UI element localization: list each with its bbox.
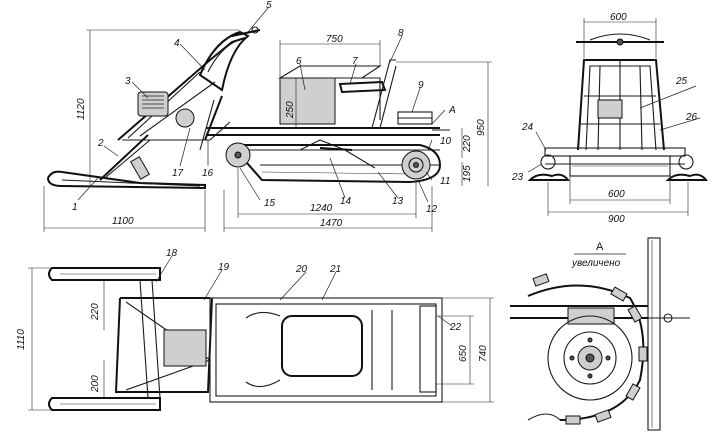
callout-15: 15 xyxy=(264,198,276,209)
dim-1110: 1110 xyxy=(16,329,27,350)
callout-16: 16 xyxy=(202,168,214,179)
dim-950: 950 xyxy=(476,119,487,136)
callout-5: 5 xyxy=(266,0,272,11)
dim-600-top: 600 xyxy=(610,12,627,23)
dim-250: 250 xyxy=(285,101,296,119)
callout-6: 6 xyxy=(296,56,302,67)
detail-a-view: A увеличено xyxy=(510,237,690,431)
dim-200: 200 xyxy=(90,375,101,393)
callout-17: 17 xyxy=(172,168,184,179)
dim-750: 750 xyxy=(326,34,343,45)
dim-1240: 1240 xyxy=(310,203,333,214)
dim-220-top-view: 220 xyxy=(90,303,101,321)
dim-600-bottom: 600 xyxy=(608,189,625,200)
callout-1: 1 xyxy=(72,202,78,213)
callout-19: 19 xyxy=(218,262,230,273)
dim-650: 650 xyxy=(458,345,469,362)
callout-8: 8 xyxy=(398,28,404,39)
detail-caption: увеличено xyxy=(571,258,621,269)
callout-9: 9 xyxy=(418,80,424,91)
callout-2: 2 xyxy=(97,138,104,149)
dim-1100: 1100 xyxy=(112,216,134,227)
top-view: 18 19 20 21 22 1110 220 200 650 740 xyxy=(16,248,494,411)
callout-13: 13 xyxy=(392,196,404,207)
callout-10: 10 xyxy=(440,136,452,147)
callout-23: 23 xyxy=(511,172,524,183)
dim-195: 195 xyxy=(462,165,473,182)
callout-14: 14 xyxy=(340,196,352,207)
callout-4: 4 xyxy=(174,38,180,49)
detail-letter: A xyxy=(596,241,604,253)
side-view: 1 2 3 4 5 6 7 8 9 10 11 12 13 14 15 16 1… xyxy=(43,0,492,232)
dim-740: 740 xyxy=(478,345,489,362)
front-view: 25 26 24 23 600 600 900 xyxy=(511,12,709,225)
callout-18: 18 xyxy=(166,248,178,259)
dim-220: 220 xyxy=(462,135,473,153)
callout-21: 21 xyxy=(329,264,341,275)
callout-3: 3 xyxy=(125,76,131,87)
callout-11: 11 xyxy=(440,176,450,187)
ski xyxy=(46,170,206,190)
view-marker-a: A xyxy=(448,105,456,116)
callout-25: 25 xyxy=(675,76,688,87)
callout-7: 7 xyxy=(352,56,358,67)
callout-24: 24 xyxy=(521,122,534,133)
callout-20: 20 xyxy=(295,264,308,275)
dim-1470: 1470 xyxy=(320,218,343,229)
callout-22: 22 xyxy=(449,322,462,333)
dim-900: 900 xyxy=(608,214,625,225)
callout-26: 26 xyxy=(685,112,698,123)
dim-1120: 1120 xyxy=(76,98,87,120)
